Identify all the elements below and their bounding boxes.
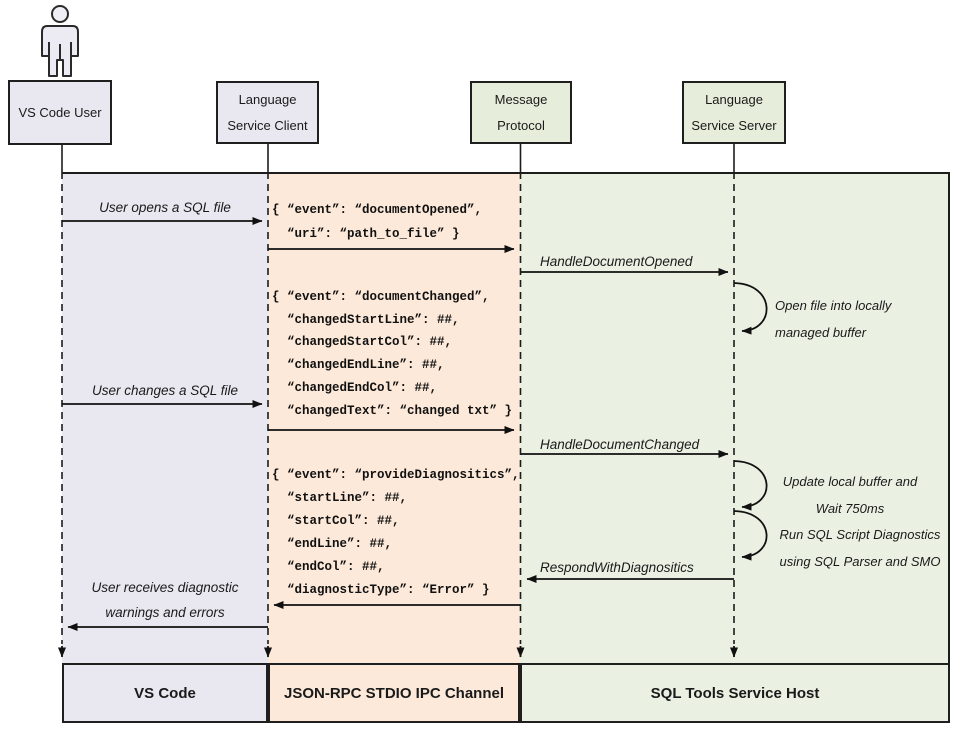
label-user-opens-sql-file: User opens a SQL file bbox=[99, 200, 231, 215]
actor-box-language-service-server: Language Service Server bbox=[682, 81, 786, 144]
payload-provide-diagnostics: { “event”: “provideDiagnositics”, “start… bbox=[272, 464, 520, 602]
zone-vscode bbox=[62, 174, 268, 663]
note-open-file-buffer: Open file into locally managed buffer bbox=[775, 292, 945, 346]
zone-service-host bbox=[520, 174, 948, 663]
label-handle-document-opened: HandleDocumentOpened bbox=[540, 254, 693, 269]
payload-line: “changedEndCol”: ##, bbox=[272, 380, 438, 395]
actor-label: Protocol bbox=[497, 117, 545, 133]
actor-box-vscode-user: VS Code User bbox=[8, 80, 112, 145]
payload-document-changed: { “event”: “documentChanged”, “changedSt… bbox=[272, 286, 512, 422]
lane-box-sql-tools-service-host: SQL Tools Service Host bbox=[520, 663, 950, 723]
note-line: Run SQL Script Diagnostics bbox=[779, 527, 941, 542]
note-line: Update local buffer and bbox=[782, 474, 918, 489]
label-handle-document-changed: HandleDocumentChanged bbox=[540, 437, 700, 452]
lifeline-stubs bbox=[61, 144, 735, 172]
payload-line: “changedText”: “changed txt” } bbox=[272, 403, 513, 418]
payload-line: { “event”: “provideDiagnositics”, bbox=[272, 468, 520, 482]
actor-label: Language bbox=[705, 91, 763, 107]
payload-line: { “event”: “documentOpened”, bbox=[272, 203, 483, 217]
payload-line: { “event”: “documentChanged”, bbox=[272, 290, 490, 304]
payload-line: “endCol”: ##, bbox=[272, 560, 385, 574]
lane-box-jsonrpc-ipc-channel: JSON-RPC STDIO IPC Channel bbox=[268, 663, 520, 723]
payload-line: “changedStartCol”: ##, bbox=[272, 335, 453, 350]
payload-line: “startCol”: ##, bbox=[272, 514, 400, 528]
actor-label: VS Code User bbox=[18, 104, 102, 120]
lane-label: SQL Tools Service Host bbox=[650, 684, 820, 702]
label-line: User receives diagnostic bbox=[91, 580, 239, 595]
label-user-receives-diagnostics: User receives diagnostic warnings and er… bbox=[62, 575, 268, 625]
label-line: warnings and errors bbox=[105, 605, 225, 620]
payload-line: “changedStartLine”: ##, bbox=[272, 312, 460, 327]
zone-ipc-channel bbox=[268, 174, 520, 663]
note-line: using SQL Parser and SMO bbox=[779, 554, 941, 569]
payload-line: “changedEndLine”: ##, bbox=[272, 358, 445, 373]
payload-line: “uri”: “path_to_file” } bbox=[272, 227, 460, 241]
lane-label: VS Code bbox=[134, 684, 196, 702]
actor-box-message-protocol: Message Protocol bbox=[470, 81, 572, 144]
label-user-changes-sql-file: User changes a SQL file bbox=[91, 383, 239, 398]
note-run-sql-diagnostics: Run SQL Script Diagnostics using SQL Par… bbox=[770, 521, 950, 575]
note-line: Wait 750ms bbox=[815, 501, 885, 516]
lane-label: JSON-RPC STDIO IPC Channel bbox=[283, 684, 505, 702]
payload-line: “endLine”: ##, bbox=[272, 537, 393, 551]
label-respond-with-diagnostics: RespondWithDiagnositics bbox=[540, 560, 694, 575]
note-line: Open file into locally bbox=[775, 298, 892, 313]
payload-line: “diagnosticType”: “Error” } bbox=[272, 583, 490, 597]
actor-box-language-service-client: Language Service Client bbox=[216, 81, 319, 144]
actor-label: Language bbox=[238, 91, 297, 107]
payload-document-opened: { “event”: “documentOpened”, “uri”: “pat… bbox=[272, 198, 482, 246]
note-update-buffer-wait: Update local buffer and Wait 750ms bbox=[769, 468, 931, 522]
actor-label: Service Client bbox=[227, 117, 308, 133]
lane-box-vscode: VS Code bbox=[62, 663, 268, 723]
actor-label: Message bbox=[494, 91, 548, 107]
actor-label: Service Server bbox=[691, 117, 777, 133]
note-line: managed buffer bbox=[775, 325, 867, 340]
user-actor-icon bbox=[41, 5, 79, 77]
payload-line: “startLine”: ##, bbox=[272, 491, 408, 505]
